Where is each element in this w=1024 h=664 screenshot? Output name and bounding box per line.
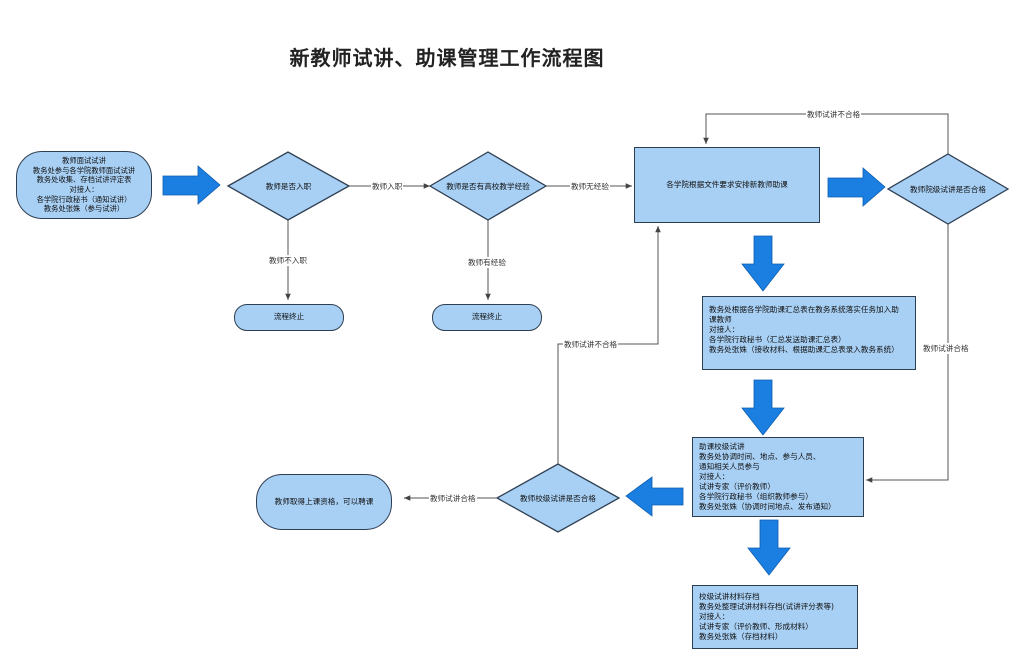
node-text: 教务处收集、存档试讲评定表 (36, 175, 132, 185)
node-text: 对接人： (709, 325, 740, 335)
node-text: 试讲专家（评价教师） (699, 482, 775, 492)
node-text: 对接人： (69, 185, 99, 194)
node-text: 各学院根据文件要求安排新教师助课 (666, 179, 788, 189)
arrange-assistant-teaching-node: 各学院根据文件要求安排新教师助课 (634, 147, 820, 223)
start-interview-node: 教师面试试讲 教务处参与各学院教师面试试讲 教务处收集、存档试讲评定表 对接人：… (16, 151, 152, 219)
decision-experience-diamond (428, 151, 548, 221)
decision-college-trial-text: 教师院级试讲是否合格 (910, 185, 986, 194)
archive-node: 校级试讲材料存档 教务处整理试讲材料存档(试讲评分表等) 对接人： 试讲专家（评… (692, 585, 858, 649)
node-text: 教务处协调时间、地点、参与人员、 (699, 452, 821, 462)
page-title: 新教师试讲、助课管理工作流程图 (289, 46, 605, 70)
block-arrow-down-2 (741, 379, 785, 436)
node-text: 教务处张姝（存档材料） (699, 632, 783, 642)
node-text: 教务处参与各学院教师面试试讲 (32, 165, 136, 175)
block-arrow-down-1 (741, 235, 785, 292)
edge-label-has-experience: 教师有经验 (467, 257, 507, 268)
node-text: 教务处根据各学院助课汇总表在教务系统落实任务加入助 (709, 305, 899, 314)
node-text: 各学院行政秘书（汇总发送助课汇总表） (709, 335, 846, 345)
node-text: 对接人： (699, 612, 730, 622)
school-trial-node: 助课校级试讲 教务处协调时间、地点、参与人员、 通知相关人员参与 对接人： 试讲… (692, 437, 864, 517)
node-text: 助课校级试讲 (699, 442, 745, 451)
decision-experience-text: 教师是否有高校教学经验 (446, 182, 530, 191)
decision-employed-text: 教师是否入职 (265, 182, 312, 191)
node-text: 各学院行政秘书（组织教师参与） (699, 492, 813, 502)
end-node-2: 流程终止 (432, 304, 542, 331)
edge-label-school-pass: 教师试讲合格 (429, 493, 477, 504)
node-text: 教务处张姝（接收材料、根据助课汇总表录入教务系统） (709, 345, 899, 355)
node-text: 流程终止 (273, 312, 305, 322)
node-text: 教师取得上课资格，可以聘课 (274, 496, 374, 506)
node-text: 通知相关人员参与 (699, 462, 760, 472)
qualified-node: 教师取得上课资格，可以聘课 (256, 474, 392, 530)
block-arrow-right-2 (827, 167, 886, 207)
node-text: 各学院行政秘书（通知试讲） (36, 194, 132, 204)
node-text: 流程终止 (471, 312, 503, 322)
summary-table-node: 教务处根据各学院助课汇总表在教务系统落实任务加入助 课教师 对接人： 各学院行政… (702, 296, 916, 370)
node-text: 试讲专家（评价教师、形成材料） (699, 622, 813, 632)
decision-school-trial-diamond (495, 463, 621, 533)
node-text: 教务处张姝（协调时间地点、发布通知） (699, 502, 836, 512)
node-text: 课教师 (709, 315, 732, 325)
edge-label-not-employed: 教师不入职 (268, 255, 308, 266)
node-text: 教务处整理试讲材料存档(试讲评分表等) (699, 602, 835, 612)
edge-label-employed: 教师入职 (371, 181, 404, 192)
edge-label-no-experience: 教师无经验 (570, 181, 610, 192)
edge-label-college-fail: 教师试讲不合格 (806, 109, 862, 120)
connector-college-pass (866, 224, 949, 483)
end-node-1: 流程终止 (234, 304, 344, 331)
node-text: 对接人： (699, 472, 730, 482)
decision-college-trial-diamond (886, 153, 1010, 225)
block-arrow-right-1 (162, 165, 221, 205)
edge-label-college-pass: 教师试讲合格 (922, 343, 970, 354)
node-text: 教师面试试讲 (62, 156, 106, 166)
edge-label-school-fail: 教师试讲不合格 (563, 339, 619, 350)
block-arrow-down-3 (747, 519, 791, 576)
decision-employed-diamond (226, 151, 351, 221)
decision-school-trial-text: 教师校级试讲是否合格 (520, 494, 596, 503)
block-arrow-left-1 (625, 476, 684, 517)
node-text: 校级试讲材料存档 (699, 592, 760, 601)
node-text: 教务处张姝（参与试讲） (43, 204, 125, 214)
